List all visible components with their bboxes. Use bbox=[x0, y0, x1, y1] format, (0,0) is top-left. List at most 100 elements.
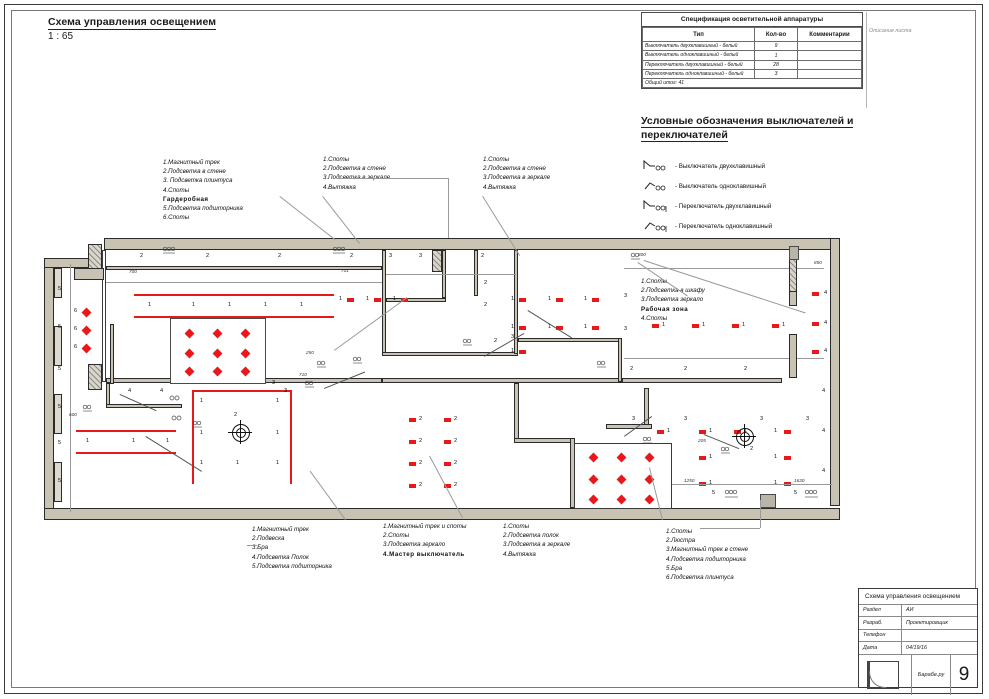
fixture-label: 3 bbox=[760, 416, 764, 422]
wall-interior bbox=[386, 298, 446, 302]
fixture-label: 2 bbox=[744, 366, 748, 372]
company-logo-icon bbox=[859, 654, 912, 695]
spot-fixture bbox=[732, 324, 739, 328]
ceiling-ref-line bbox=[672, 484, 832, 485]
col-type: Тип bbox=[641, 27, 756, 42]
spot-fixture bbox=[772, 324, 779, 328]
legend-item-label: - Переключатель одноклавишный bbox=[675, 222, 773, 230]
spot-fixture bbox=[556, 298, 563, 302]
callout-bedroom: 1.Споты 2.Люстра 3.Магнитный трек в стен… bbox=[666, 528, 749, 581]
fixture-label: 1 bbox=[366, 296, 370, 302]
callout-leader bbox=[338, 178, 448, 179]
fixture-label: 3 bbox=[624, 293, 628, 299]
fixture-label: 4 bbox=[822, 468, 826, 474]
spot-fixture bbox=[444, 440, 451, 444]
field-label-author: Разраб. bbox=[859, 617, 902, 629]
fixture-label: 2 bbox=[206, 253, 210, 259]
switch-symbol bbox=[162, 244, 176, 254]
fixture-label: 1 bbox=[662, 322, 666, 328]
chandelier-fixture bbox=[232, 424, 250, 442]
fixture-label: 1 bbox=[132, 438, 136, 444]
switch-symbol bbox=[642, 434, 654, 444]
switch-one-key-icon bbox=[641, 177, 675, 195]
fixture-label: 1 bbox=[709, 428, 713, 434]
sheet-border-outer bbox=[4, 4, 983, 694]
spot-fixture bbox=[699, 430, 706, 434]
col-comments: Комментарии bbox=[796, 27, 863, 42]
fixture-label: 2 bbox=[419, 460, 423, 466]
fixture-label: 1 bbox=[774, 428, 778, 434]
fixture-label: 1 bbox=[511, 324, 515, 330]
wall-interior bbox=[382, 250, 386, 356]
title-block-footer: Барабе.ру 9 bbox=[859, 653, 977, 695]
wall-wardrobe-left bbox=[102, 250, 106, 382]
wall-interior bbox=[382, 352, 518, 356]
specification-table: Спецификация осветительной аппаратуры Ти… bbox=[641, 12, 863, 90]
fixture-label: 2 bbox=[419, 416, 423, 422]
fixture-label: 3 bbox=[511, 334, 515, 340]
field-label-phone: Телефон bbox=[859, 629, 902, 642]
dimension-label: 205 bbox=[698, 438, 706, 443]
magnetic-track bbox=[134, 294, 334, 296]
wall-exterior-left bbox=[44, 258, 54, 520]
header-divider bbox=[866, 12, 867, 108]
wall-interior bbox=[622, 378, 782, 383]
spot-fixture bbox=[374, 298, 381, 302]
legend: Условные обозначения выключателей и пере… bbox=[641, 114, 871, 236]
spot-fixture bbox=[657, 430, 664, 434]
sheet-border-inner bbox=[11, 10, 976, 688]
balcony-glazing-line bbox=[70, 264, 71, 512]
spot-fixture bbox=[444, 462, 451, 466]
spot-fixture bbox=[556, 326, 563, 330]
callout-living: 1.Магнитный трек 2.Подвеска 3.Бра 4.Подс… bbox=[252, 526, 332, 570]
fixture-label: 1 bbox=[200, 430, 204, 436]
wall-segment bbox=[54, 268, 62, 298]
cell-type: Выключатель одноклавишный - белый bbox=[641, 50, 756, 61]
wall-segment bbox=[54, 394, 62, 434]
switch-symbol bbox=[192, 418, 204, 428]
fixture-label: 4 bbox=[822, 388, 826, 394]
fixture-label: 2 bbox=[278, 253, 282, 259]
cell-qty: 28 bbox=[754, 59, 798, 71]
fixture-label: 3 bbox=[272, 380, 276, 386]
switch-symbol bbox=[316, 358, 328, 368]
switch-symbol bbox=[304, 378, 316, 388]
fixture-label: 3 bbox=[684, 416, 688, 422]
title-block-title: Схема управления освещением bbox=[865, 593, 961, 600]
title-block-row: Дата 04/19/16 bbox=[859, 641, 977, 654]
fixture-label: 5 bbox=[794, 490, 798, 496]
wall-interior bbox=[106, 266, 382, 270]
fixture-label: 2 bbox=[454, 416, 458, 422]
field-value-section: АИ bbox=[906, 607, 914, 614]
fixture-label: 2 bbox=[494, 338, 498, 344]
dimension-label: 700 bbox=[129, 269, 137, 274]
column-hatched bbox=[789, 258, 797, 292]
fixture-label: 4 bbox=[824, 348, 828, 354]
fixture-label: 1 bbox=[166, 438, 170, 444]
spot-fixture bbox=[652, 324, 659, 328]
column-hatched bbox=[88, 364, 102, 390]
fixture-label: 4 bbox=[824, 320, 828, 326]
field-label-date: Дата bbox=[859, 642, 902, 654]
fixture-label: 2 bbox=[140, 253, 144, 259]
title-block-row: Телефон bbox=[859, 628, 977, 642]
field-label-section: Раздел bbox=[859, 604, 902, 617]
wall-interior bbox=[474, 250, 478, 296]
title-block: Схема управления освещением Раздел АИ Ра… bbox=[858, 588, 978, 695]
fixture-label: 5 bbox=[58, 366, 62, 372]
sheet-description-label: Описание листа bbox=[869, 28, 912, 34]
dimension-label: 250 bbox=[306, 350, 314, 355]
wall-interior bbox=[382, 378, 622, 383]
spot-fixture bbox=[81, 307, 92, 318]
spot-fixture bbox=[81, 343, 92, 354]
legend-item: - Выключатель одноклавишный bbox=[641, 176, 871, 196]
wall-exterior-bottom bbox=[44, 508, 840, 520]
fixture-label: 1 bbox=[782, 322, 786, 328]
fixture-label: 6 bbox=[74, 326, 78, 332]
fixture-label: 1 bbox=[148, 302, 152, 308]
legend-heading-line1: Условные обозначения выключателей и bbox=[641, 115, 854, 128]
callout-hall: 1.Магнитный трек и споты 2.Споты 3.Подсв… bbox=[383, 523, 467, 558]
track-vertical bbox=[290, 390, 292, 484]
col-qty: Кол-во bbox=[754, 27, 798, 42]
